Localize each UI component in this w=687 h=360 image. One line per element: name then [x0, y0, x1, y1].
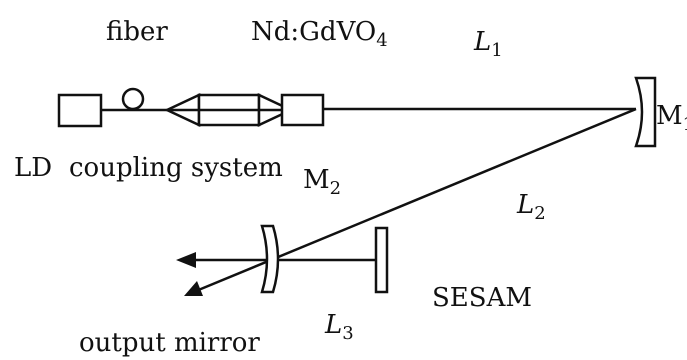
fiber-loop: [121, 87, 145, 111]
m1-label: M1: [656, 101, 687, 135]
output-mirror-label: output mirror: [79, 328, 260, 358]
sesam-element: [374, 226, 389, 294]
crystal-box: [280, 93, 325, 127]
l1-label: L1: [473, 27, 503, 61]
ld-label: LD: [14, 153, 52, 183]
arrowhead-diagonal: [184, 281, 203, 296]
l2-label: L2: [516, 190, 546, 224]
fiber-label: fiber: [106, 17, 168, 47]
sesam-label: SESAM: [432, 283, 532, 313]
beam-path-l2: [195, 107, 637, 293]
mirror-m1: [634, 76, 657, 148]
l3-label: L3: [324, 310, 354, 344]
arrowhead-horizontal: [176, 252, 196, 268]
mirror-m2: [260, 224, 280, 294]
laser-diode-box: [57, 93, 103, 128]
m2-label: M2: [303, 165, 341, 199]
coupling-system: [164, 93, 294, 127]
coupling-system-label: coupling system: [69, 153, 283, 183]
crystal-label: Nd:GdVO4: [251, 17, 388, 51]
